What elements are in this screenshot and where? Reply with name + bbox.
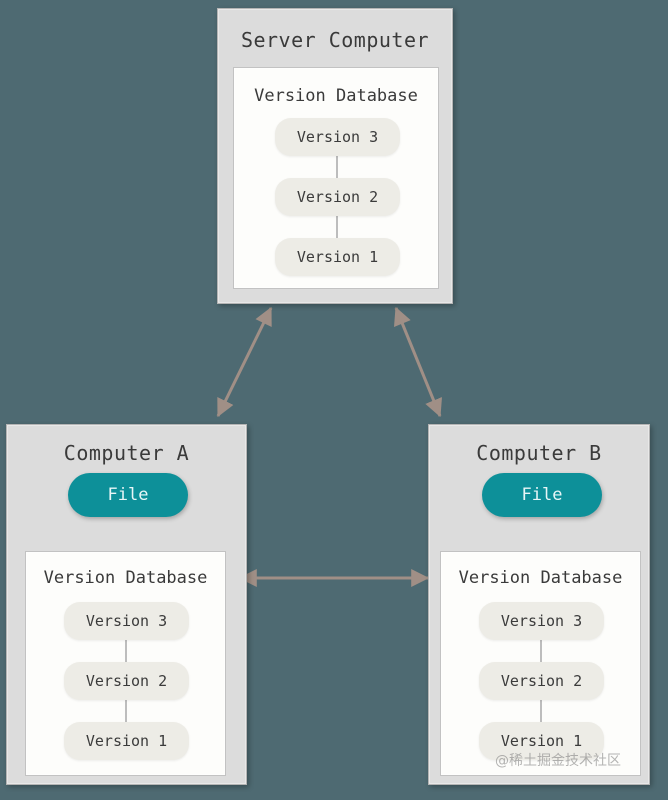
- computer-b-version-pill-1[interactable]: Version 1: [479, 722, 604, 760]
- computer-b-version-pill-2[interactable]: Version 2: [479, 662, 604, 700]
- server-computer-title: Server Computer: [240, 28, 430, 52]
- computer-a-version-database-box[interactable]: Version Database Version 3 Version 2 Ver…: [25, 551, 226, 776]
- server-version-pill-2[interactable]: Version 2: [275, 178, 400, 216]
- computer-a-version-database-title: Version Database: [43, 568, 208, 588]
- server-computer-box[interactable]: Server Computer Version Database Version…: [217, 8, 453, 304]
- computer-b-title: Computer B: [476, 441, 602, 465]
- computer-a-version-label-3: Version 3: [85, 612, 168, 630]
- computer-a-version-label-2: Version 2: [85, 672, 168, 690]
- server-version-label-3: Version 3: [296, 128, 379, 146]
- server-version-link-2-1: [336, 216, 338, 238]
- computer-b-version-link-2-1: [540, 700, 542, 722]
- computer-b-version-label-3: Version 3: [500, 612, 583, 630]
- computer-a-version-link-3-2: [125, 640, 127, 662]
- computer-b-box[interactable]: Computer B File Version Database Version…: [428, 424, 650, 785]
- computer-a-title: Computer A: [63, 441, 190, 465]
- computer-b-version-label-1: Version 1: [500, 732, 583, 750]
- server-version-link-3-2: [336, 156, 338, 178]
- server-version-pill-1[interactable]: Version 1: [275, 238, 400, 276]
- computer-a-box[interactable]: Computer A File Version Database Version…: [6, 424, 247, 785]
- computer-a-version-pill-1[interactable]: Version 1: [64, 722, 189, 760]
- computer-b-version-database-title: Version Database: [458, 568, 623, 588]
- computer-a-file-label: File: [107, 485, 149, 505]
- server-version-pill-3[interactable]: Version 3: [275, 118, 400, 156]
- arrow-server-to-computer-b: [394, 306, 442, 418]
- server-version-label-1: Version 1: [296, 248, 379, 266]
- computer-b-version-database-box[interactable]: Version Database Version 3 Version 2 Ver…: [440, 551, 641, 776]
- computer-b-version-pill-3[interactable]: Version 3: [479, 602, 604, 640]
- server-version-label-2: Version 2: [296, 188, 379, 206]
- server-version-database-box[interactable]: Version Database Version 3 Version 2 Ver…: [233, 67, 439, 289]
- computer-b-file-pill[interactable]: File: [482, 473, 602, 517]
- computer-b-file-label: File: [521, 485, 563, 505]
- computer-a-version-pill-2[interactable]: Version 2: [64, 662, 189, 700]
- computer-a-version-link-2-1: [125, 700, 127, 722]
- computer-b-version-link-3-2: [540, 640, 542, 662]
- computer-a-version-label-1: Version 1: [85, 732, 168, 750]
- computer-b-version-label-2: Version 2: [500, 672, 583, 690]
- computer-a-file-pill[interactable]: File: [68, 473, 188, 517]
- server-version-database-title: Version Database: [254, 86, 418, 106]
- watermark: @稀土掘金技术社区: [495, 753, 621, 769]
- computer-a-version-pill-3[interactable]: Version 3: [64, 602, 189, 640]
- arrow-server-to-computer-a: [216, 306, 273, 418]
